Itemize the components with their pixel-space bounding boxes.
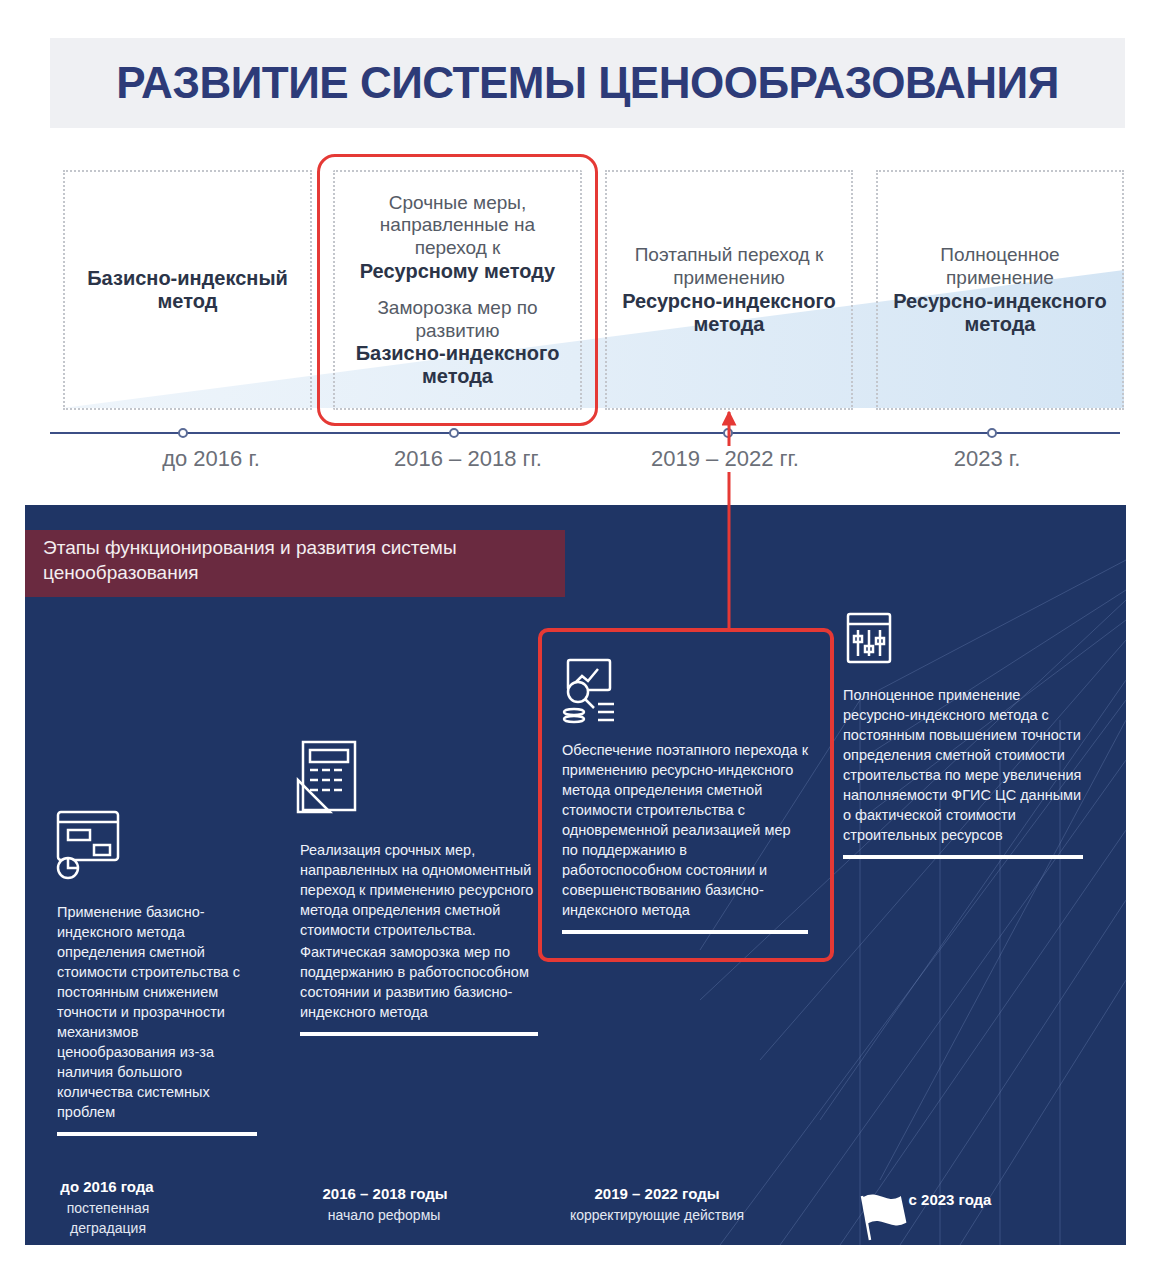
node-text: Полноценное применение — [888, 244, 1112, 290]
period-label: с 2023 года — [909, 1191, 992, 1208]
period-note: корректирующие действия — [570, 1207, 744, 1223]
period-label: до 2016 года — [60, 1178, 153, 1195]
node-text: Заморозка мер по развитию — [345, 297, 570, 343]
icon-1 — [58, 812, 118, 878]
timeline-label: 2019 – 2022 гг. — [647, 446, 803, 472]
timeline-label: 2023 г. — [950, 446, 1025, 472]
node-text: Ресурсно-индексного метода — [888, 290, 1112, 336]
title-band: РАЗВИТИЕ СИСТЕМЫ ЦЕНООБРАЗОВАНИЯ — [50, 38, 1125, 128]
node-text: Срочные меры, направленные на переход к — [345, 192, 570, 260]
stage-text: Обеспечение поэтапного перехода к примен… — [562, 740, 808, 934]
wireframe — [700, 560, 1126, 1245]
node-text: Базисно-индексный метод — [75, 267, 300, 313]
stage-text-box: Применение базисно-индексного метода опр… — [57, 902, 257, 1136]
connector-arrow — [728, 412, 731, 628]
node-text: Обеспечение поэтапного перехода к примен… — [562, 740, 808, 920]
node-text: Поэтапный переход к применению — [617, 244, 841, 290]
icon-2 — [298, 742, 355, 812]
dark-panel — [25, 505, 1126, 1245]
period-label: 2019 – 2022 годы — [595, 1185, 720, 1202]
period-note: начало реформы — [328, 1207, 441, 1223]
node-text: Полноценное применение ресурсно-индексно… — [843, 685, 1083, 845]
node-text: Применение базисно-индексного метода опр… — [57, 902, 257, 1122]
node-text: Ресурсно-индексного метода — [617, 290, 841, 336]
node-text: Фактическая заморозка мер по поддержанию… — [300, 942, 538, 1022]
node-text: Реализация срочных мер, направленных на … — [300, 840, 538, 940]
timeline — [50, 432, 1120, 434]
stage-box: Поэтапный переход к применениюРесурсно-и… — [605, 170, 853, 410]
node-text: Базисно-индексного метода — [345, 342, 570, 388]
stages-panel: Этапы функционирования и развития систем… — [25, 505, 1126, 1245]
stage-text-box: Реализация срочных мер, направленных на … — [300, 840, 538, 1036]
period-label: 2016 – 2018 годы — [323, 1185, 448, 1202]
timeline-label: до 2016 г. — [158, 446, 264, 472]
period-note: постепенная деградация — [53, 1199, 163, 1238]
icon-4 — [848, 614, 890, 662]
stage-text-box: Полноценное применение ресурсно-индексно… — [843, 685, 1083, 859]
highlighted-stage-box: Обеспечение поэтапного перехода к примен… — [538, 628, 834, 962]
timeline-label: 2016 – 2018 гг. — [390, 446, 546, 472]
stage-box: Полноценное применениеРесурсно-индексног… — [876, 170, 1124, 410]
node-text: Ресурсному методу — [360, 260, 555, 283]
flag-icon — [862, 1196, 905, 1240]
title-text: РАЗВИТИЕ СИСТЕМЫ ЦЕНООБРАЗОВАНИЯ — [116, 58, 1059, 108]
icon-3 — [564, 660, 614, 722]
node-text: Этапы функционирования и развития систем… — [25, 530, 565, 597]
timeline-dots — [179, 429, 996, 437]
stage-box: Базисно-индексный метод — [63, 170, 312, 410]
growth-wedge — [63, 270, 1124, 408]
highlighted-stage-box: Срочные меры, направленные на переход кР… — [333, 170, 582, 410]
